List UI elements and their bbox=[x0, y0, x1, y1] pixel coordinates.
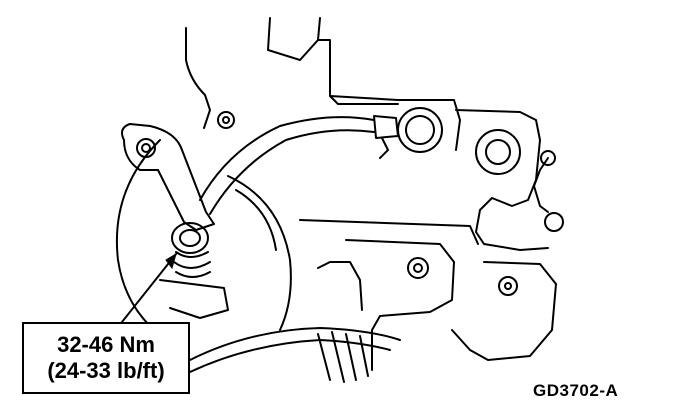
torque-callout-box: 32-46 Nm (24-33 lb/ft) bbox=[22, 322, 190, 394]
round-plug bbox=[398, 108, 442, 152]
lower-right-bolt bbox=[499, 277, 517, 295]
valve-cover-outline bbox=[318, 40, 460, 150]
callout-leader bbox=[122, 254, 176, 322]
bracket-upper-hole-inner bbox=[142, 144, 150, 152]
round-plug-inner bbox=[406, 116, 434, 144]
bracket-arm bbox=[122, 124, 214, 230]
harness-connector bbox=[318, 332, 368, 382]
lower-right-bolt-core bbox=[505, 283, 511, 289]
lower-bracket bbox=[160, 280, 228, 318]
wiring-harness bbox=[190, 328, 400, 372]
bracket-upper-hole bbox=[137, 139, 155, 157]
right-housing-outline bbox=[456, 110, 548, 250]
lower-block-outline bbox=[300, 220, 478, 370]
mid-bolt bbox=[408, 258, 428, 278]
tube-fitting bbox=[374, 116, 398, 158]
right-port-inner bbox=[486, 140, 510, 164]
figure-id: GD3702-A bbox=[533, 381, 619, 400]
right-bolt bbox=[541, 151, 555, 165]
torqued-bolt-threads bbox=[174, 252, 210, 277]
coolant-tube bbox=[200, 117, 374, 214]
torqued-bolt-head bbox=[172, 223, 208, 253]
right-lower-outline bbox=[452, 262, 556, 360]
wire-lead bbox=[534, 158, 548, 212]
top-bolt bbox=[218, 112, 234, 128]
torque-metric: 32-46 Nm bbox=[57, 332, 155, 357]
top-bolt-core bbox=[223, 117, 229, 123]
mid-bolt-core bbox=[414, 264, 422, 272]
pulley-inner-arc bbox=[228, 176, 291, 330]
right-lower-bolt bbox=[545, 213, 563, 231]
callout-arrowhead bbox=[165, 252, 177, 270]
torqued-bolt-washer bbox=[180, 230, 200, 246]
right-port-outer bbox=[476, 130, 520, 174]
pulley-inner-arc-2 bbox=[236, 190, 276, 250]
upper-housing-outline bbox=[186, 18, 320, 128]
torque-imperial: (24-33 lb/ft) bbox=[47, 358, 165, 383]
